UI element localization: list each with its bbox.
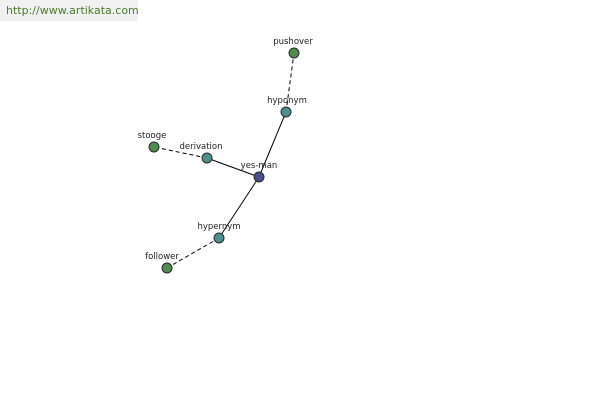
node-pushover[interactable] bbox=[288, 47, 300, 59]
edges-layer bbox=[153, 52, 295, 269]
node-label-hyponym: hyponym bbox=[267, 96, 307, 106]
node-label-follower: follower bbox=[145, 252, 179, 262]
node-derivation[interactable] bbox=[201, 152, 213, 164]
edge-hypernym-follower bbox=[166, 237, 220, 269]
edge-yes-man-hyponym bbox=[258, 111, 287, 178]
node-yes-man[interactable] bbox=[253, 171, 265, 183]
node-label-yes-man: yes-man bbox=[241, 161, 278, 171]
node-hypernym[interactable] bbox=[213, 232, 225, 244]
node-stooge[interactable] bbox=[148, 141, 160, 153]
labels-layer: yes-man hyponym pushover derivation stooge hy… bbox=[138, 37, 314, 262]
node-follower[interactable] bbox=[161, 262, 173, 274]
edge-yes-man-derivation bbox=[206, 157, 260, 178]
node-label-derivation: derivation bbox=[179, 142, 222, 152]
edge-yes-man-hypernym bbox=[218, 176, 260, 239]
node-label-hypernym: hypernym bbox=[197, 222, 240, 232]
edge-hyponym-pushover bbox=[285, 52, 295, 113]
source-link[interactable]: http://www.artikata.com bbox=[6, 4, 139, 17]
edge-derivation-stooge bbox=[153, 146, 208, 159]
node-label-stooge: stooge bbox=[138, 131, 167, 141]
node-label-pushover: pushover bbox=[273, 37, 313, 47]
nodes-layer bbox=[148, 47, 300, 274]
node-hyponym[interactable] bbox=[280, 106, 292, 118]
source-bar: http://www.artikata.com bbox=[0, 0, 139, 21]
